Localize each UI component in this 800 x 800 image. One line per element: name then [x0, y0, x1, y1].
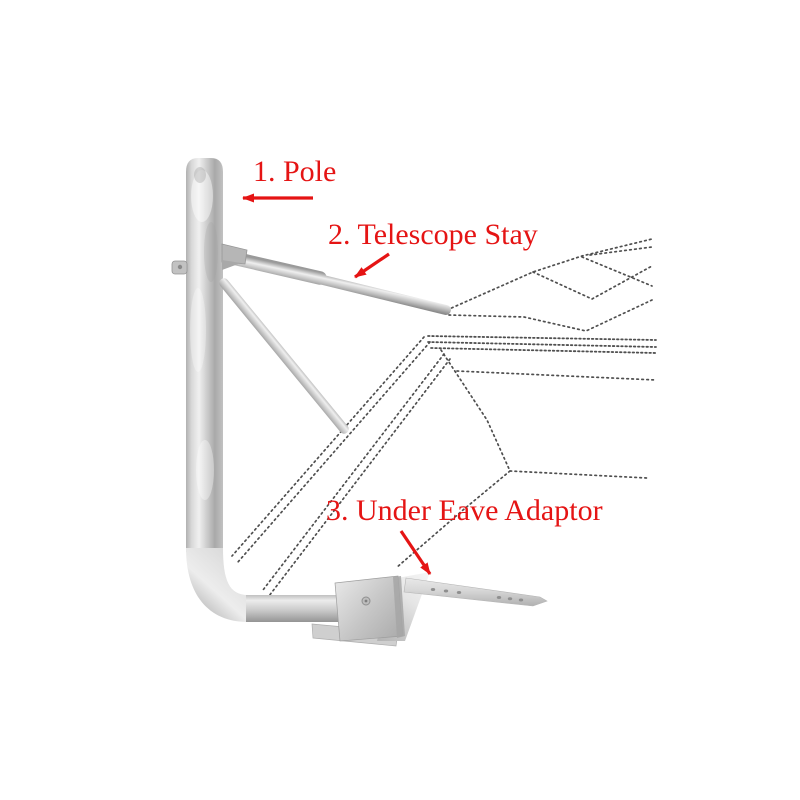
- fascia-line-1: [427, 335, 657, 341]
- pole-vertical-tube: [186, 158, 223, 552]
- pole-clamp: [171, 243, 248, 275]
- label-arrows: [242, 193, 432, 575]
- fascia-line-2: [427, 341, 657, 348]
- telescope-stay-graphic: [222, 250, 451, 315]
- stay-clamp-wedge: [222, 260, 241, 270]
- soffit-line: [456, 370, 657, 381]
- roof-ridge-line: [589, 246, 653, 256]
- clamp-bolt-head-icon: [177, 264, 183, 270]
- telescope-stay-arrow-icon: [354, 252, 390, 279]
- pole-horizontal-tube: [246, 595, 352, 622]
- wall-line-right: [509, 470, 648, 479]
- adaptor-strap: [403, 577, 548, 607]
- corner-drop-line: [440, 349, 511, 472]
- pole-texture: [190, 167, 218, 500]
- adaptor-strap-holes: [430, 588, 524, 602]
- roof-tile-line-upper: [532, 265, 653, 300]
- bracket-bolt-center: [364, 599, 368, 603]
- eave-edge-line-3: [262, 353, 445, 591]
- label-telescope-stay: 2. Telescope Stay: [328, 218, 538, 251]
- label-pole: 1. Pole: [253, 155, 337, 188]
- pole-elbow: [186, 548, 248, 622]
- eave-edge-line-4: [268, 358, 451, 597]
- roof-tile-line-inner: [581, 256, 653, 287]
- roof-eave-dotted-outline: [231, 238, 657, 597]
- label-under-eave-adaptor: 3. Under Eave Adaptor: [326, 494, 603, 527]
- roof-tile-line-dip: [448, 299, 653, 332]
- eave-edge-line-1: [231, 336, 425, 557]
- secondary-stay-graphic: [219, 278, 349, 434]
- telescope-stay-inner-tube: [224, 252, 451, 315]
- stay-clamp-fitting: [221, 243, 248, 265]
- fascia-line-3: [430, 347, 657, 354]
- bracket-plate: [334, 575, 404, 642]
- under-eave-adaptor-graphic: [311, 572, 548, 647]
- wall-line-to-adaptor: [395, 470, 511, 569]
- eave-edge-line-2: [237, 341, 431, 563]
- pole-graphic: [186, 158, 352, 622]
- roof-hip-line: [446, 238, 653, 311]
- under-eave-adaptor-arrow-icon: [399, 530, 432, 575]
- bracket-plate-edge: [393, 576, 405, 638]
